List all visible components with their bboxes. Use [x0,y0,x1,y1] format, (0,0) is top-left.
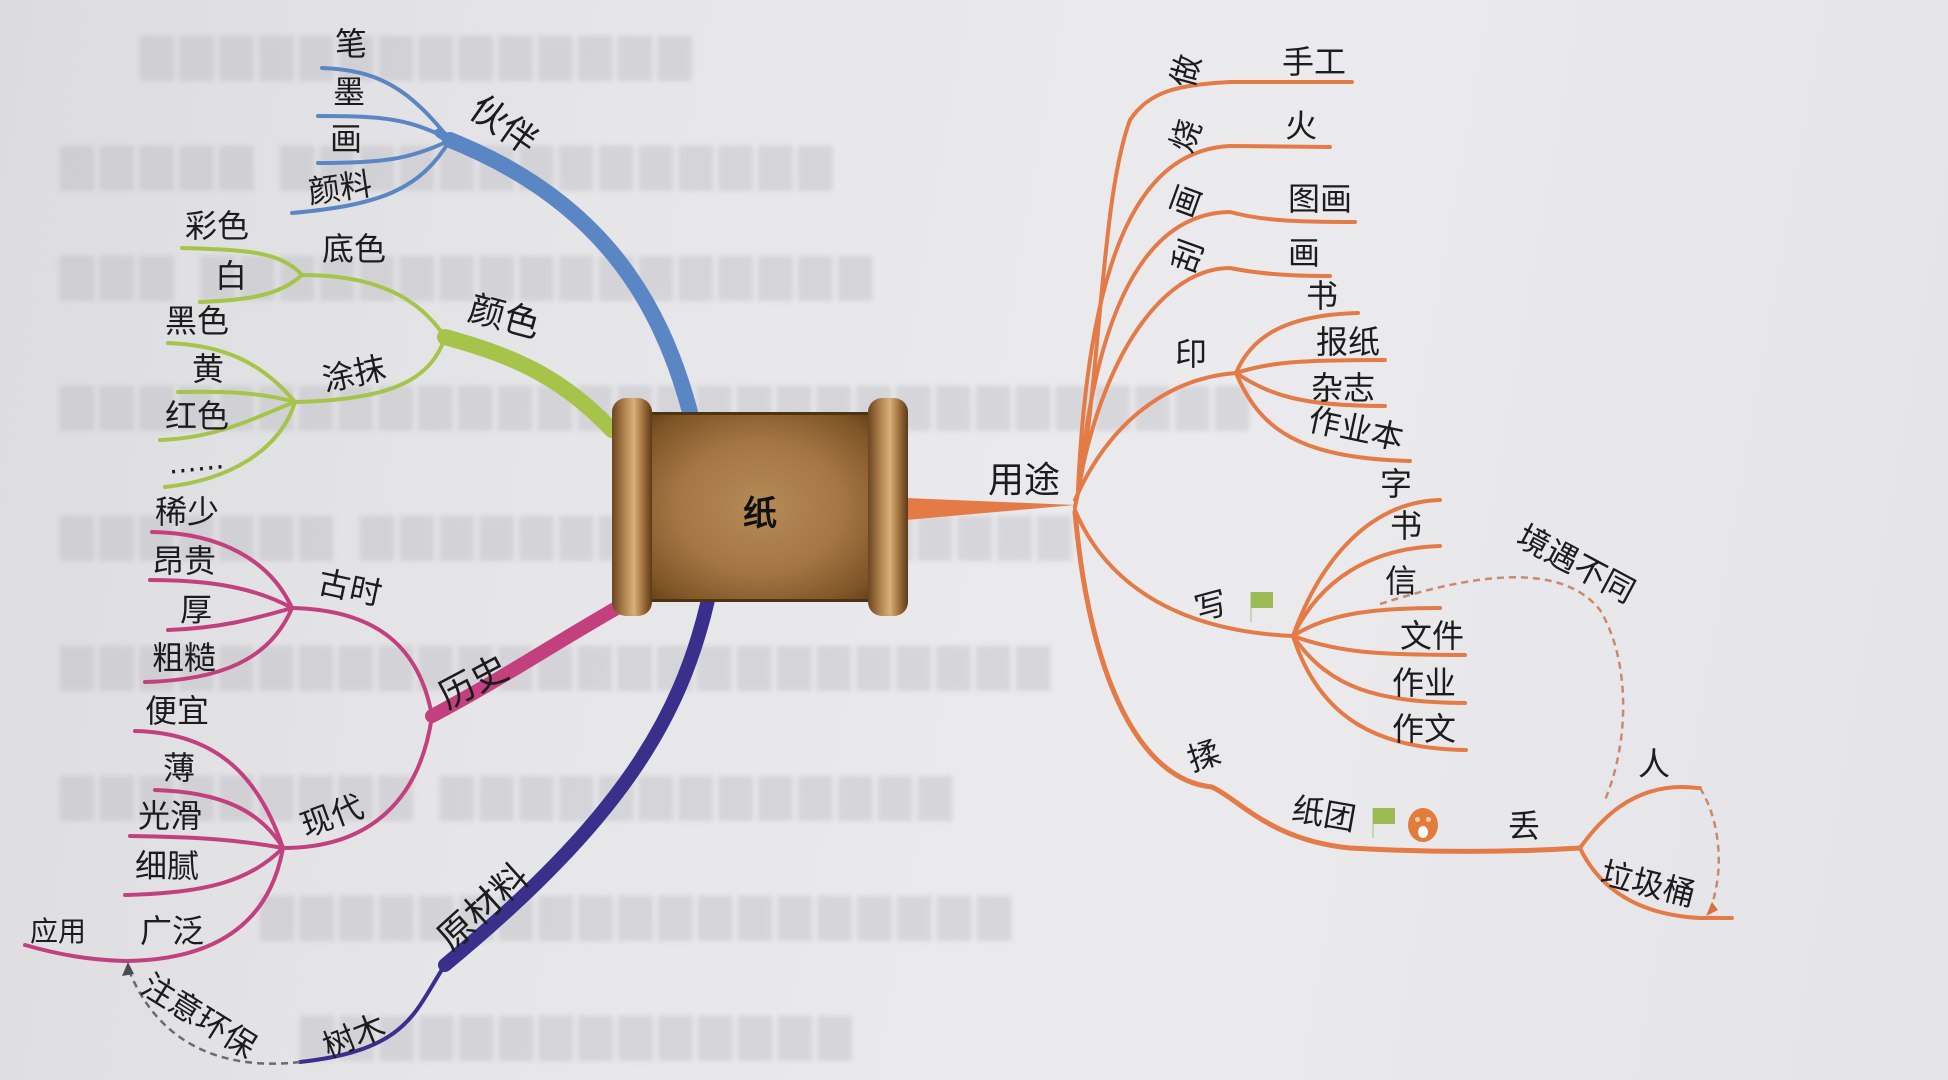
dashed-link-different-fates [1379,576,1625,801]
leaf-document[interactable]: 文件 [1400,617,1465,655]
history-branch [23,530,629,963]
leaf-colorful[interactable]: 彩色 [185,207,250,245]
leaf-book-print[interactable]: 书 [1306,277,1339,315]
node-paper-ball[interactable]: 纸团 [1289,789,1359,839]
leaf-expensive[interactable]: 昂贵 [152,542,217,580]
leaf-application[interactable]: 应用 [30,915,87,948]
color-branch [158,246,620,489]
leaf-ink[interactable]: 墨 [333,73,366,111]
surprised-face-icon [1408,808,1438,842]
node-base-color[interactable]: 底色 [322,230,387,268]
leaf-characters[interactable]: 字 [1380,465,1413,503]
bleed-through-text: ▇▇▇▇▇▇▇▇▇▇▇▇▇▇ [140,30,698,81]
leaf-fine[interactable]: 细腻 [135,847,200,885]
parchment-sheet [642,412,878,602]
uses-branch [906,80,1734,920]
leaf-thin[interactable]: 薄 [163,749,196,787]
leaf-painting[interactable]: 画 [330,120,363,158]
node-throw[interactable]: 丢 [1508,807,1541,845]
leaf-etc[interactable]: …… [166,442,226,481]
dashed-link-protect-env [126,967,301,1065]
leaf-fire[interactable]: 火 [1285,107,1318,145]
leaf-smooth[interactable]: 光滑 [138,797,203,835]
leaf-yellow[interactable]: 黄 [192,350,225,388]
leaf-cheap[interactable]: 便宜 [145,692,210,730]
leaf-composition[interactable]: 作文 [1392,710,1457,748]
leaf-white[interactable]: 白 [215,257,248,295]
leaf-red[interactable]: 红色 [165,397,230,435]
leaf-pigment[interactable]: 颜料 [305,164,375,212]
leaf-picture[interactable]: 图画 [1288,180,1353,218]
partners-branch [290,66,698,420]
leaf-black[interactable]: 黑色 [165,302,230,340]
leaf-thick[interactable]: 厚 [180,591,213,629]
scroll-roll-left [612,398,652,616]
leaf-widespread[interactable]: 广泛 [140,912,205,950]
leaf-homework[interactable]: 作业 [1392,664,1457,702]
leaf-pen[interactable]: 笔 [335,25,368,63]
center-node-scroll[interactable]: 纸 [612,398,908,616]
raw-material-branch [298,593,715,1064]
leaf-person[interactable]: 人 [1638,745,1671,783]
bleed-through-text: ▇▇▇▇▇▇▇▇▇▇▇▇▇▇▇▇▇▇▇ [260,890,1017,941]
scroll-roll-right [868,398,908,616]
center-node-label: 纸 [743,494,777,534]
bleed-through-text: ▇▇▇ ▇▇▇▇▇▇▇▇▇▇▇▇▇▇▇▇▇ [60,250,879,301]
node-uses[interactable]: 用途 [988,460,1061,501]
leaf-letter[interactable]: 信 [1385,562,1418,600]
leaf-rough[interactable]: 粗糙 [152,639,217,677]
leaf-painting-scrape[interactable]: 画 [1288,234,1321,272]
dashed-link-person-to-bin [1698,787,1720,911]
leaf-newspaper[interactable]: 报纸 [1316,323,1381,361]
leaf-scarce[interactable]: 稀少 [155,493,220,531]
leaf-handcraft[interactable]: 手工 [1282,43,1347,81]
node-print[interactable]: 印 [1175,335,1208,373]
leaf-magazine[interactable]: 杂志 [1311,369,1376,407]
leaf-book-write[interactable]: 书 [1390,507,1423,545]
